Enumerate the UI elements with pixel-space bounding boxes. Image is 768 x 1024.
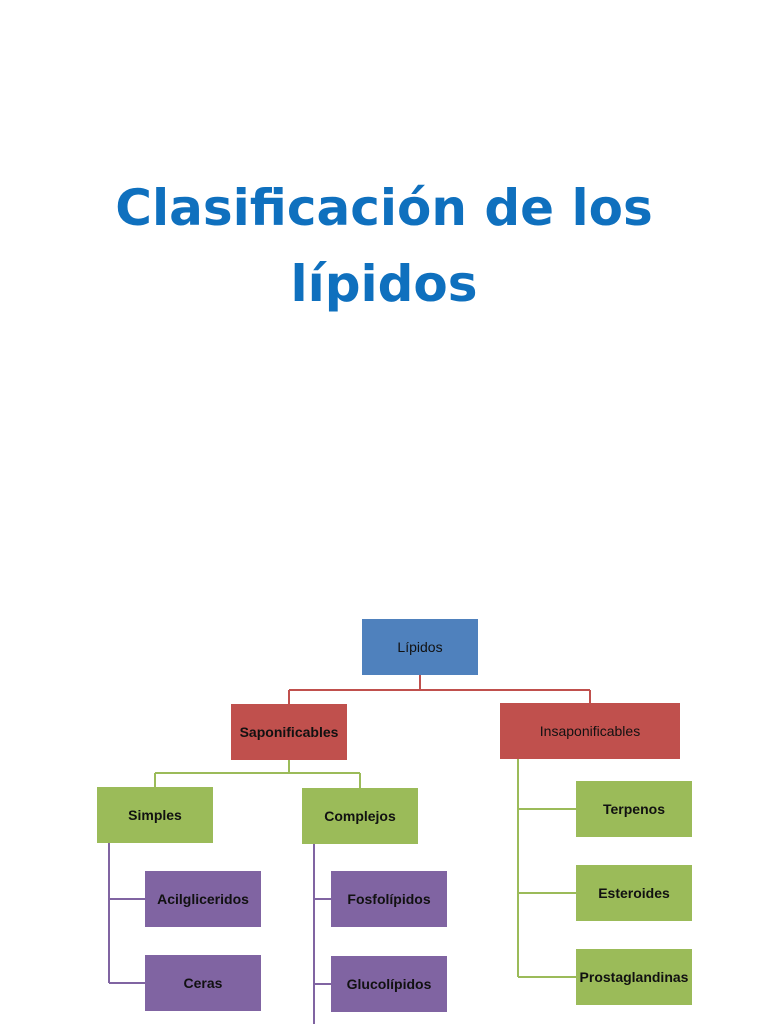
- node-terpenos: Terpenos: [576, 781, 692, 837]
- node-esteroides: Esteroides: [576, 865, 692, 921]
- node-ceras: Ceras: [145, 955, 261, 1011]
- node-insaponificables: Insaponificables: [500, 703, 680, 759]
- node-complejos: Complejos: [302, 788, 418, 844]
- node-simples: Simples: [97, 787, 213, 843]
- connector-simples-children: [108, 843, 145, 984]
- node-glucolipidos: Glucolípidos: [331, 956, 447, 1012]
- node-acilgliceridos: Acilgliceridos: [145, 871, 261, 927]
- page-title: Clasificación de los lípidos: [84, 170, 684, 322]
- node-fosfolipidos: Fosfolípidos: [331, 871, 447, 927]
- node-saponificables: Saponificables: [231, 704, 347, 760]
- title-line-1: Clasificación de los: [115, 179, 653, 237]
- connector-complejos-children: [313, 844, 331, 1024]
- node-lipidos: Lípidos: [362, 619, 478, 675]
- connector-root-level1: [288, 675, 591, 704]
- node-prostaglandinas: Prostaglandinas: [576, 949, 692, 1005]
- title-line-2: lípidos: [290, 255, 478, 313]
- connector-insap-children: [517, 759, 576, 978]
- connector-sap-level2: [154, 760, 361, 788]
